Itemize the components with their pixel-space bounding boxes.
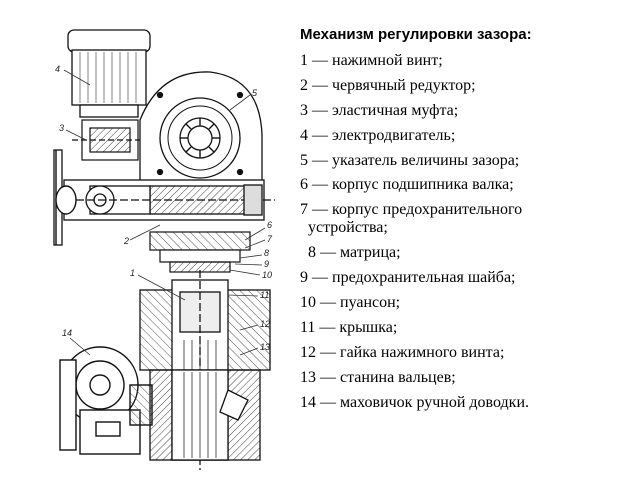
callout-4: 4 [55,64,60,74]
callout-11: 11 [260,290,269,300]
callout-12: 12 [260,319,270,329]
legend-item: 2 — червячный редуктор; [300,76,476,94]
leader-lines [63,69,266,356]
legend-item: 8 — матрица; [308,244,401,262]
callout-numbers: 4 5 3 2 6 7 8 9 10 1 11 12 13 14 [55,64,273,352]
callout-9: 9 [264,259,269,269]
legend-panel: Механизм регулировки зазора: 1 — нажимно… [300,10,635,418]
legend-list: 1 — нажимной винт; 2 — червячный редукто… [300,52,635,412]
frame-stand [149,369,261,461]
callout-1: 1 [130,268,135,278]
worm-gearbox [139,71,263,186]
legend-item: 13 — станина вальцев; [300,368,456,386]
legend-title: Механизм регулировки зазора: [300,26,532,43]
legend-item: 11 — крышка; [300,318,398,336]
callout-2: 2 [123,236,129,246]
callout-14: 14 [62,328,72,338]
bearing-housing-top [149,231,251,273]
manual-handwheel [59,346,153,455]
mechanism-drawing: 4 5 3 2 6 7 8 9 10 1 11 12 13 14 [53,29,275,470]
callout-6: 6 [267,220,272,230]
legend-item: 1 — нажимной винт; [300,52,443,69]
callout-5: 5 [252,88,258,98]
shaft-assembly [53,149,275,246]
callout-3: 3 [59,123,64,133]
callout-10: 10 [262,270,272,280]
legend-item: 3 — эластичная муфта; [300,101,459,119]
electric-motor [67,29,151,118]
legend-item: 4 — электродвигатель; [300,126,456,144]
callout-13: 13 [260,342,270,352]
elastic-coupling [72,119,148,161]
legend-item: 6 — корпус подшипника валка; [300,176,514,194]
callout-7: 7 [267,234,273,244]
legend-item: 10 — пуансон; [300,294,401,312]
legend-item: 5 — указатель величины зазора; [300,151,520,169]
legend-item: 14 — маховичок ручной доводки. [300,393,530,411]
legend-item: 12 — гайка нажимного винта; [300,343,505,361]
handwheel-top [55,150,77,245]
legend-item: 9 — предохранительная шайба; [300,269,516,287]
callout-8: 8 [264,248,269,258]
